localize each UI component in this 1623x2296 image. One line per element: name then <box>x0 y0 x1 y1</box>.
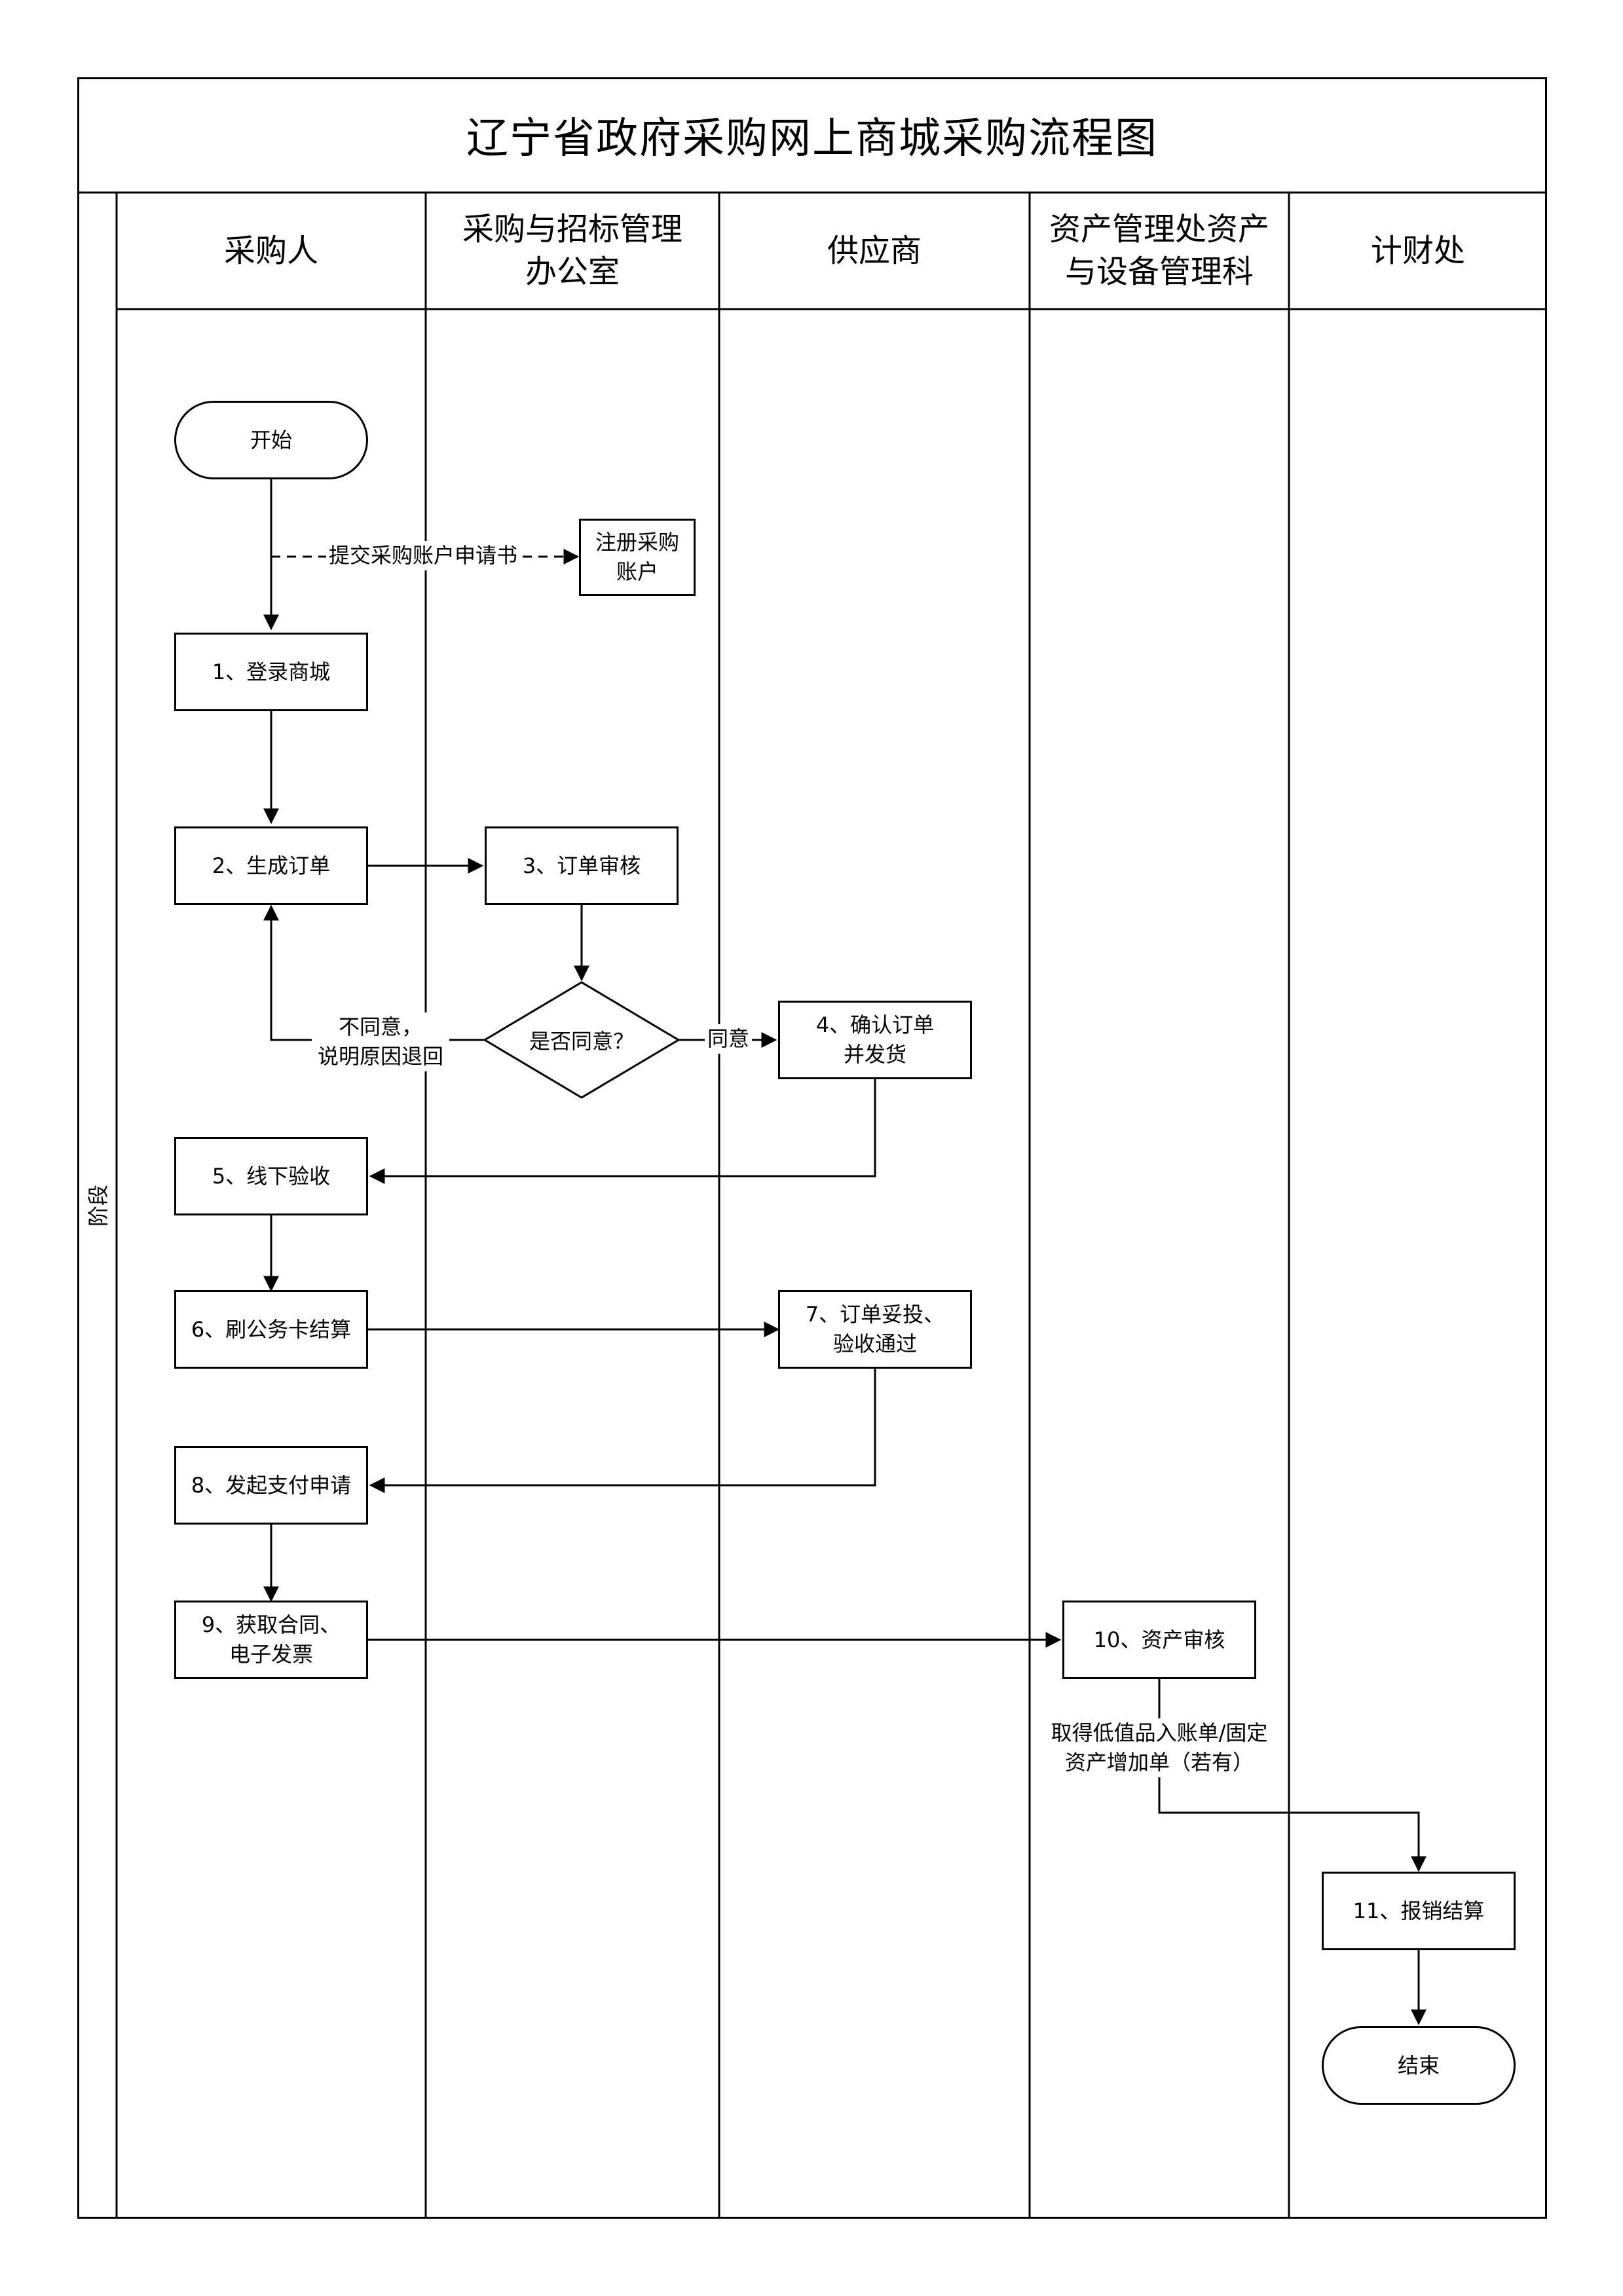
step-10-asset-review-node: 10、资产审核 <box>1062 1601 1256 1679</box>
start-node: 开始 <box>174 401 368 479</box>
step-1-login-node: 1、登录商城 <box>174 633 368 711</box>
lane-header-purchaser: 采购人 <box>223 232 318 269</box>
lane-header-finance: 计财处 <box>1370 232 1465 269</box>
label-reject: 不同意， 说明原因退回 <box>312 1012 449 1071</box>
step-4-confirm-ship-node: 4、确认订单 并发货 <box>778 1001 972 1079</box>
stage-label: 阶段 <box>86 1184 111 1227</box>
stage-column: 阶段 <box>77 193 117 2219</box>
lane-header-supplier: 供应商 <box>827 232 922 269</box>
decision-label: 是否同意？ <box>529 1029 634 1054</box>
register-account-node: 注册采购 账户 <box>579 519 696 596</box>
step-6-card-settlement-node: 6、刷公务卡结算 <box>174 1290 368 1369</box>
step-7-delivery-accepted-node: 7、订单妥投、 验收通过 <box>778 1290 972 1369</box>
label-agree: 同意 <box>705 1024 753 1054</box>
arrow-step4-to-step5 <box>369 1079 876 1184</box>
step-9-contract-invoice-node: 9、获取合同、 电子发票 <box>174 1601 368 1679</box>
step-5-offline-acceptance-node: 5、线下验收 <box>174 1137 368 1215</box>
end-node: 结束 <box>1322 2026 1516 2105</box>
diagram-title: 辽宁省政府采购网上商城采购流程图 <box>466 115 1158 163</box>
step-3-order-review-node: 3、订单审核 <box>485 826 679 905</box>
lane-header-procurement-office: 采购与招标管理 办公室 <box>462 211 682 290</box>
arrow-step7-to-step8 <box>369 1369 876 1493</box>
decision-diamond <box>483 981 681 1099</box>
lane-header-asset-office: 资产管理处资产 与设备管理科 <box>1049 211 1269 290</box>
step-11-reimbursement-node: 11、报销结算 <box>1322 1872 1516 1950</box>
step-8-payment-request-node: 8、发起支付申请 <box>174 1446 368 1525</box>
label-submit-application: 提交采购账户申请书 <box>326 541 521 570</box>
label-asset-document: 取得低值品入账单/固定 资产增加单（若有） <box>1043 1718 1276 1777</box>
diagram-frame <box>77 77 1547 2219</box>
step-2-create-order-node: 2、生成订单 <box>174 826 368 905</box>
